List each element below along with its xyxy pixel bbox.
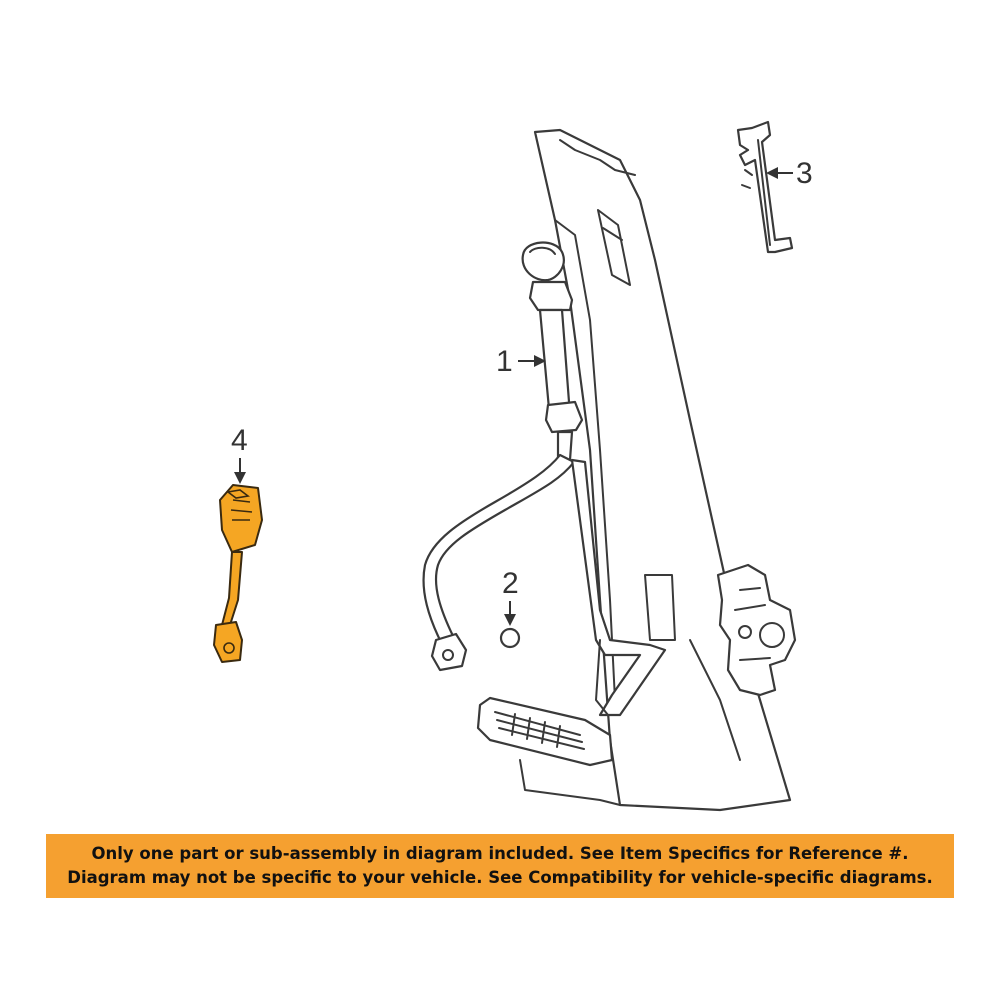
disclaimer-line-2: Diagram may not be specific to your vehi… [67, 868, 933, 887]
retractor [716, 563, 797, 697]
callout-label-4: 4 [231, 424, 248, 457]
callout-3: 3 [766, 157, 813, 190]
buckle-slot [226, 489, 250, 499]
seat-belt-assembly-part-1 [422, 241, 667, 717]
callout-1: 1 [496, 345, 546, 378]
height-adjuster-part-3 [736, 120, 794, 254]
disclaimer-line-1: Only one part or sub-assembly in diagram… [91, 844, 909, 863]
disclaimer-banner: Only one part or sub-assembly in diagram… [46, 834, 954, 898]
callout-label-1: 1 [496, 345, 513, 378]
seat-belt-buckle-part-4 [213, 484, 263, 663]
buckle-strap [221, 551, 243, 626]
fastener-part-2 [499, 627, 521, 649]
callout-2: 2 [502, 567, 519, 626]
callout-4: 4 [231, 424, 248, 484]
buckle-anchor [213, 621, 243, 663]
callout-label-3: 3 [796, 157, 813, 190]
b-pillar-trim [519, 128, 792, 812]
sill-plate [476, 696, 614, 767]
callout-label-2: 2 [502, 567, 519, 600]
buckle-body [219, 484, 263, 553]
